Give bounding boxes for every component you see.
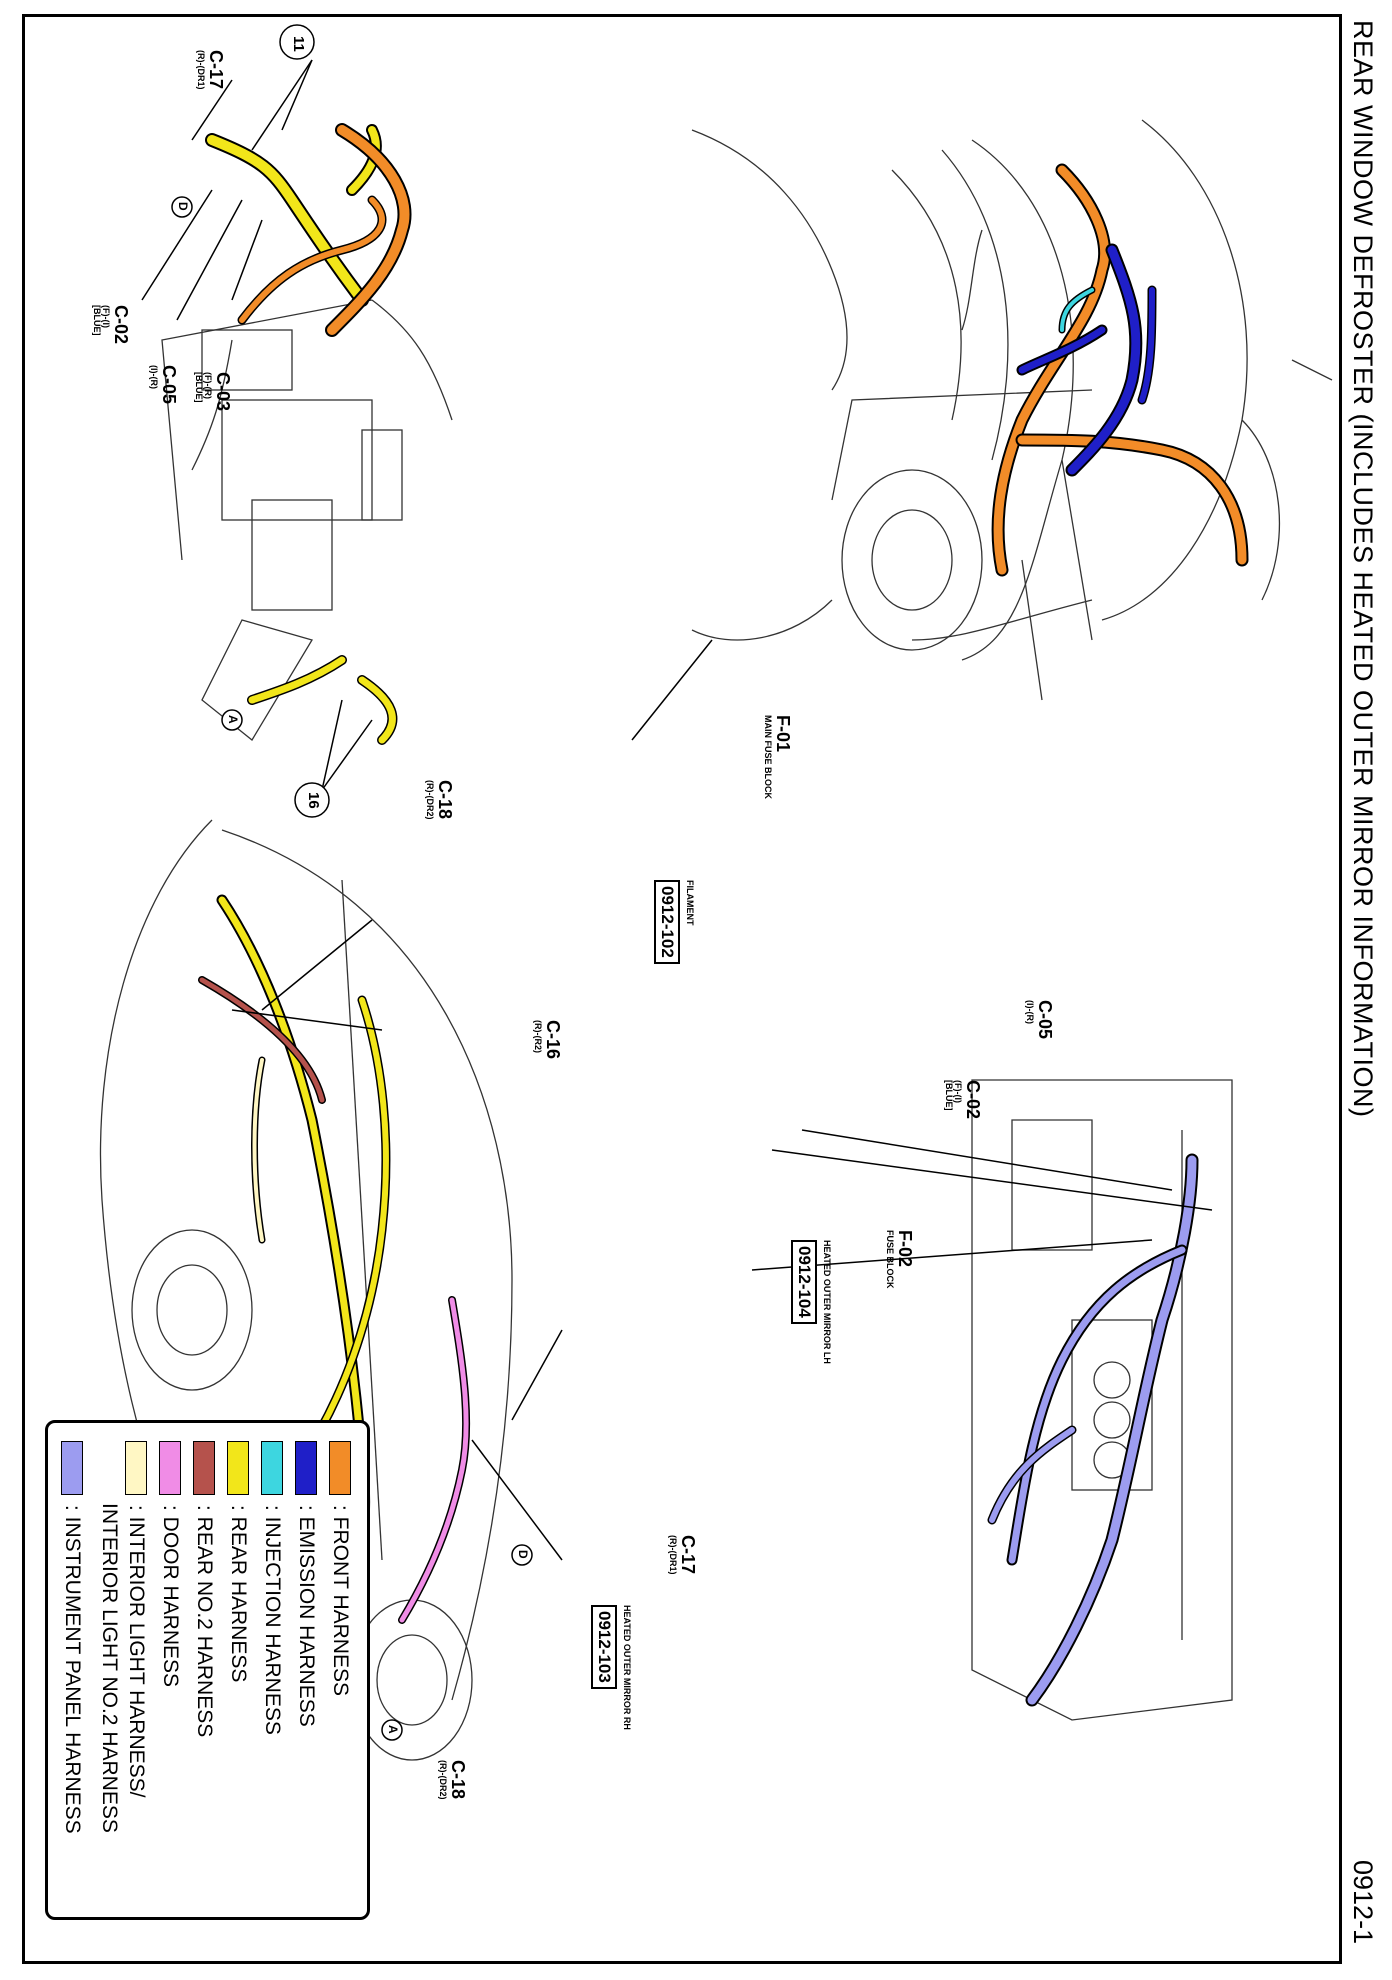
connector-f01: F-01 [773,715,793,753]
ref-mirror-lh-caption: HEATED OUTER MIRROR LH [822,1240,832,1364]
connector-c17-top: C-17 [206,50,226,90]
connector-c03-top-sub: (F)-(R) [BLUE] [193,372,213,403]
legend-swatch [61,1441,83,1495]
connector-f02: F-02 [895,1230,915,1268]
connector-c02-top: C-02 [111,305,131,345]
connector-c18-bottom-sub: (R)-(DR2) [438,1760,448,1800]
legend-label: : INJECTION HARNESS [261,1505,284,1735]
connector-c16: C-16 [543,1020,563,1060]
connector-c18-bottom: C-18 [448,1760,468,1800]
front-compartment-drawing [841,119,1333,651]
marker-11: 11 [290,36,307,52]
marker-a-bottom: A [386,1725,400,1734]
legend-swatch [295,1441,317,1495]
harness-legend: : FRONT HARNESS : EMISSION HARNESS : INJEC… [45,1420,370,1920]
legend-label: : INSTRUMENT PANEL HARNESS [61,1505,84,1834]
connector-c02-dash-sub: (F)-(I) [BLUE] [943,1080,963,1111]
engine-compartment-drawing [161,129,1093,741]
legend-row: : EMISSION HARNESS [291,1441,321,1727]
connector-c03-top: C-03 [213,372,233,412]
legend-row: : INJECTION HARNESS [257,1441,287,1735]
legend-row: : FRONT HARNESS [325,1441,355,1696]
page-title: REAR WINDOW DEFROSTER (INCLUDES HEATED O… [1348,20,1378,1118]
ref-mirror-lh-code[interactable]: 0912-104 [791,1240,817,1324]
legend-swatch [329,1441,351,1495]
connector-c17-bottom: C-17 [678,1535,698,1575]
legend-label: : REAR NO.2 HARNESS [193,1505,216,1738]
legend-row: : REAR HARNESS [223,1441,253,1682]
connector-c02-dash: C-02 [963,1080,983,1120]
legend-row: : REAR NO.2 HARNESS [189,1441,219,1737]
legend-swatch [193,1441,215,1495]
legend-swatch [227,1441,249,1495]
connector-f01-sub: MAIN FUSE BLOCK [763,715,773,799]
connector-f02-sub: FUSE BLOCK [885,1230,895,1289]
legend-row: : INSTRUMENT PANEL HARNESS [57,1441,87,1834]
connector-c18-top: C-18 [435,780,455,820]
connector-c05-top-sub: (I)-(R) [149,365,159,389]
ref-filament-code[interactable]: 0912-102 [654,880,680,964]
legend-label-continuation: INTERIOR LIGHT NO.2 HARNESS [98,1503,121,1833]
legend-label: : REAR HARNESS [227,1505,250,1683]
connector-c05-dash: C-05 [1035,1000,1055,1040]
connector-c17-bottom-sub: (R)-(DR1) [668,1535,678,1575]
marker-16: 16 [305,792,322,809]
connector-c05-top: C-05 [159,365,179,405]
legend-row: : DOOR HARNESS [155,1441,185,1687]
legend-swatch [125,1441,147,1495]
instrument-panel-harness [987,1153,1199,1707]
ref-mirror-rh-code[interactable]: 0912-103 [591,1605,617,1689]
connector-c18-top-sub: (R)-(DR2) [425,780,435,820]
connector-c17-top-sub: (R)-(DR1) [196,50,206,90]
legend-swatch [159,1441,181,1495]
connector-c05-dash-sub: (I)-(R) [1025,1000,1035,1024]
connector-c02-top-sub: (F)-(I) [BLUE] [91,305,111,336]
connector-c16-sub: (R)-(R2) [533,1020,543,1053]
front-harness-drawing [991,163,1249,577]
legend-swatch [261,1441,283,1495]
legend-label: : DOOR HARNESS [159,1505,182,1688]
engine-harness [205,123,412,745]
marker-d-bottom: D [516,1550,530,1559]
ref-mirror-rh-caption: HEATED OUTER MIRROR RH [622,1605,632,1730]
legend-row: : INTERIOR LIGHT HARNESS/ [121,1441,151,1798]
legend-label: : INTERIOR LIGHT HARNESS/ [125,1505,148,1798]
page-number: 0912-1 [1348,1860,1378,1945]
marker-a-top: A [226,715,240,724]
ref-filament-caption: FILAMENT [685,880,695,926]
marker-d-top: D [176,202,190,211]
legend-label: : FRONT HARNESS [329,1505,352,1696]
circle-markers [171,24,533,1741]
page-frame [22,14,1342,1964]
legend-label: : EMISSION HARNESS [295,1505,318,1727]
